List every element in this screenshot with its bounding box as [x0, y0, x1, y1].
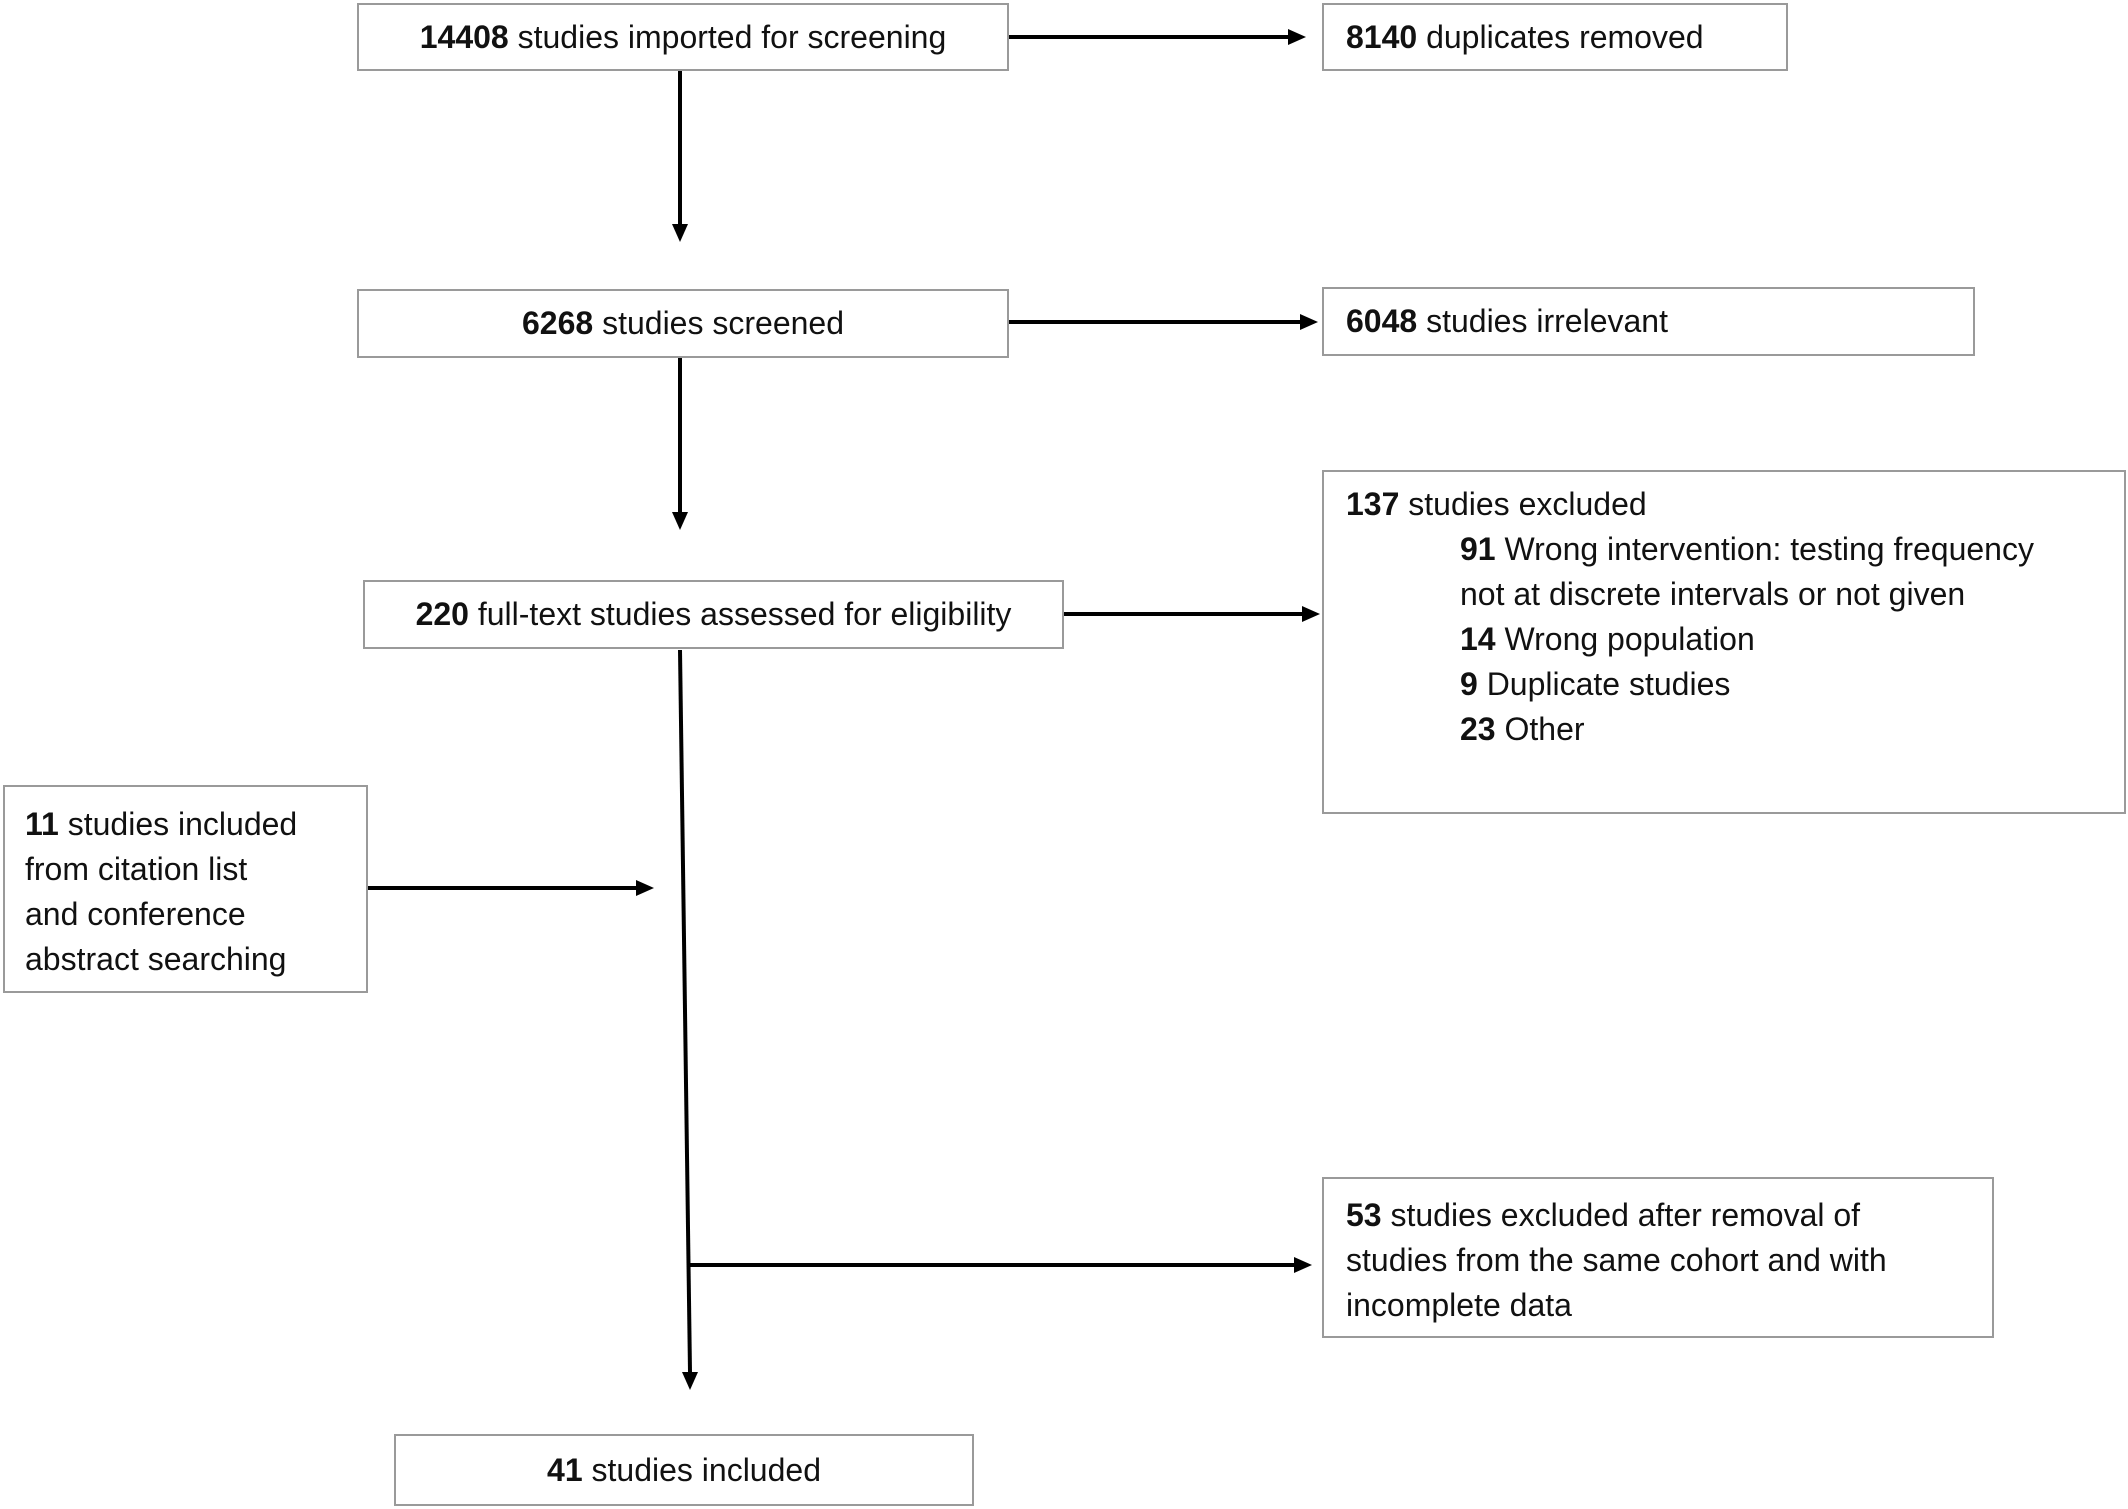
reason-item: not at discrete intervals or not given	[1460, 572, 2124, 617]
imported-box: 14408 studies imported for screening	[357, 3, 1009, 71]
excluded-reasons: 91 Wrong intervention: testing frequency…	[1346, 527, 2124, 752]
cohort-line: studies from the same cohort and with	[1346, 1242, 1887, 1278]
reason-count: 23	[1460, 711, 1496, 747]
citation-box: 11 studies included from citation list a…	[3, 785, 368, 993]
cohort-line: incomplete data	[1346, 1287, 1572, 1323]
arrowhead-excluded	[1302, 606, 1320, 622]
included-count: 41	[547, 1452, 583, 1488]
citation-count: 11	[25, 806, 59, 842]
citation-line: and conference	[25, 896, 246, 932]
arrowhead-duplicates	[1288, 29, 1306, 45]
arrowhead-cohort	[1294, 1257, 1312, 1273]
main-flow-line	[678, 649, 692, 1373]
included-box: 41 studies included	[394, 1434, 974, 1506]
reason-item: 23 Other	[1460, 707, 2124, 752]
citation-text: studies included	[58, 806, 298, 842]
citation-line: abstract searching	[25, 941, 287, 977]
included-text: studies included	[582, 1452, 821, 1488]
reason-item: 91 Wrong intervention: testing frequency	[1460, 527, 2124, 572]
duplicates-box: 8140 duplicates removed	[1322, 3, 1788, 71]
reason-text: Duplicate studies	[1477, 666, 1731, 702]
screened-count: 6268	[522, 305, 594, 341]
excluded-header: 137 studies excluded	[1346, 482, 2124, 527]
cohort-text: studies excluded after removal of	[1381, 1197, 1861, 1233]
excluded-text: studies excluded	[1399, 486, 1647, 522]
reason-item: 14 Wrong population	[1460, 617, 2124, 662]
reason-text: Wrong population	[1495, 621, 1755, 657]
cohort-count: 53	[1346, 1197, 1382, 1233]
citation-line: from citation list	[25, 851, 248, 887]
cohort-box: 53 studies excluded after removal of stu…	[1322, 1177, 1994, 1338]
reason-text: Other	[1495, 711, 1585, 747]
arrowhead-irrelevant	[1300, 314, 1318, 330]
imported-text: studies imported for screening	[508, 19, 947, 55]
reason-count: 14	[1460, 621, 1496, 657]
fulltext-box: 220 full-text studies assessed for eligi…	[363, 580, 1064, 649]
excluded-box: 137 studies excluded 91 Wrong interventi…	[1322, 470, 2126, 814]
irrelevant-count: 6048	[1346, 303, 1418, 339]
reason-text: Wrong intervention: testing frequency	[1495, 531, 2034, 567]
imported-count: 14408	[419, 19, 509, 55]
reason-count: 91	[1460, 531, 1496, 567]
arrowhead-fulltext	[672, 512, 688, 530]
citation-header: 11 studies included	[25, 802, 366, 847]
duplicates-text: duplicates removed	[1417, 19, 1704, 55]
fulltext-text: full-text studies assessed for eligibili…	[468, 596, 1012, 632]
reason-count: 9	[1460, 666, 1478, 702]
fulltext-count: 220	[415, 596, 469, 632]
arrowhead-citation	[636, 880, 654, 896]
reason-text: not at discrete intervals or not given	[1460, 576, 1966, 612]
screened-text: studies screened	[593, 305, 844, 341]
arrowhead-included	[682, 1372, 698, 1390]
excluded-count: 137	[1346, 486, 1400, 522]
cohort-header: 53 studies excluded after removal of	[1346, 1193, 1992, 1238]
reason-item: 9 Duplicate studies	[1460, 662, 2124, 707]
duplicates-count: 8140	[1346, 19, 1418, 55]
irrelevant-box: 6048 studies irrelevant	[1322, 287, 1975, 356]
irrelevant-text: studies irrelevant	[1417, 303, 1668, 339]
arrowhead-screened	[672, 224, 688, 242]
screened-box: 6268 studies screened	[357, 289, 1009, 358]
